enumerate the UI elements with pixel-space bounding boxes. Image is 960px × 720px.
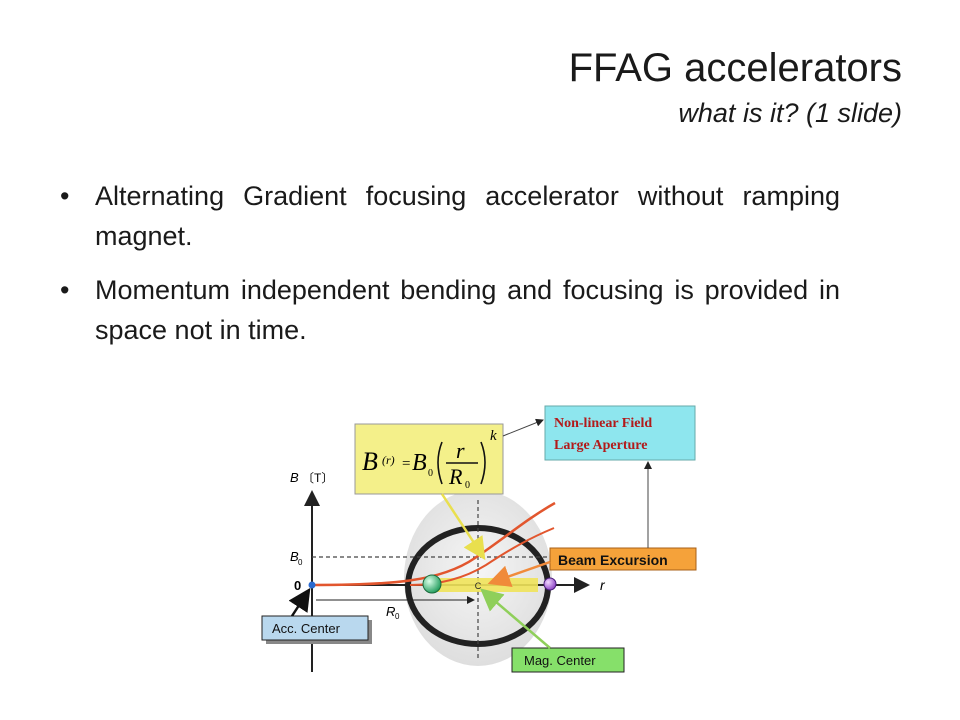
bullet-item: • Alternating Gradient focusing accelera… bbox=[60, 176, 840, 256]
slide-title-block: FFAG accelerators what is it? (1 slide) bbox=[569, 44, 902, 130]
field-formula: B (r) = B 0 r R 0 k bbox=[362, 428, 497, 491]
formula-box bbox=[354, 423, 504, 495]
x-axis-label: r bbox=[600, 577, 606, 593]
bullet-text: Alternating Gradient focusing accelerato… bbox=[95, 181, 840, 251]
particle-high-momentum bbox=[543, 577, 557, 591]
svg-text:(r): (r) bbox=[382, 453, 395, 467]
bullet-list: • Alternating Gradient focusing accelera… bbox=[60, 176, 840, 364]
mag-center-box bbox=[511, 647, 625, 673]
slide-title: FFAG accelerators bbox=[568, 46, 902, 90]
svg-text:B: B bbox=[412, 450, 427, 476]
origin-label: 0 bbox=[294, 578, 301, 593]
acc-center-box bbox=[261, 615, 369, 641]
ffag-diagram: C B 〔T〕 r 0 B 0 R 0 B (r) = B 0 r R 0 k … bbox=[261, 405, 697, 673]
acc-center-arrow bbox=[288, 587, 311, 617]
bullet-dot: • bbox=[60, 275, 70, 305]
r0-sub: 0 bbox=[395, 612, 400, 621]
beam-excursion-arrow bbox=[487, 560, 551, 588]
svg-text:0: 0 bbox=[465, 480, 470, 491]
nonlinear-field-box bbox=[544, 405, 696, 461]
svg-text:k: k bbox=[490, 428, 497, 444]
b0-tick-label: B bbox=[290, 549, 299, 564]
large-aperture-text: Large Aperture bbox=[554, 438, 647, 453]
beam-excursion-label: Beam Excursion bbox=[558, 552, 668, 568]
beam-excursion-box bbox=[549, 547, 697, 571]
slide-subtitle: what is it? (1 slide) bbox=[678, 98, 902, 128]
svg-text:B: B bbox=[362, 447, 378, 476]
bullet-text: Momentum independent bending and focusin… bbox=[95, 275, 840, 345]
svg-text:R: R bbox=[448, 464, 463, 489]
acc-center-label: Acc. Center bbox=[272, 621, 341, 636]
nonlinear-field-label: Non-linear Field bbox=[554, 416, 652, 431]
r0-label: R bbox=[386, 604, 395, 619]
bullet-item: • Momentum independent bending and focus… bbox=[60, 270, 840, 350]
svg-text:=: = bbox=[402, 456, 410, 472]
particle-low-momentum bbox=[422, 574, 442, 594]
origin-dot bbox=[308, 581, 316, 589]
center-c-mark: C bbox=[475, 581, 482, 591]
bullet-dot: • bbox=[60, 181, 70, 211]
field-curve bbox=[311, 501, 556, 587]
y-axis-unit: 〔T〕 bbox=[302, 471, 333, 485]
formula-to-curve-arrow bbox=[440, 493, 486, 561]
mag-center-label: Mag. Center bbox=[524, 653, 596, 668]
formula-to-nonlinear-arrow bbox=[502, 418, 544, 437]
svg-text:r: r bbox=[456, 438, 465, 463]
svg-text:0: 0 bbox=[428, 468, 433, 479]
y-axis-label: B bbox=[290, 470, 299, 485]
b0-tick-sub: 0 bbox=[298, 558, 303, 567]
mag-center-arrow bbox=[480, 588, 551, 649]
